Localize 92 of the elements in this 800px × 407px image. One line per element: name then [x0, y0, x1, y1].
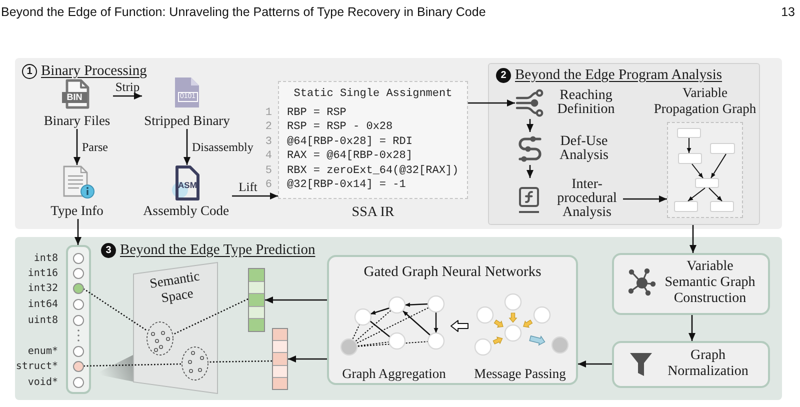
node-heading: Variable Propagation Graph [652, 85, 758, 116]
hollow-arrow [450, 320, 468, 332]
step-number: 3 [101, 243, 116, 258]
arrow [468, 100, 515, 106]
embedding-vector [248, 268, 265, 332]
dotted-line [208, 360, 272, 363]
dotted-line [174, 298, 248, 335]
type-label: int16 [26, 266, 58, 280]
type-label: int8 [32, 252, 58, 264]
graph-node-box [678, 153, 702, 164]
code-title: Static Single Assignment [292, 87, 454, 101]
graph-node-box [710, 201, 734, 212]
section-heading: Beyond the Edge Program Analysis [515, 67, 722, 84]
page-title: Beyond the Edge of Function: Unraveling the Patterns of Type Recovery in Binary Code [1, 5, 486, 20]
arrow [710, 154, 726, 178]
line-number: 5 [264, 164, 272, 177]
process-card [612, 253, 770, 315]
arrow [74, 129, 80, 165]
step-number: 2 [496, 68, 511, 83]
arrow [578, 360, 612, 368]
edge-label: Disassembly [192, 139, 254, 155]
arrow [113, 92, 142, 100]
file-type-label: ASM [177, 180, 198, 190]
node-label: Message Passing [473, 366, 567, 382]
node-label: Binary Files [44, 113, 110, 129]
page-number: 13 [781, 5, 795, 20]
edge-label: Strip [115, 80, 140, 94]
arrow [184, 129, 190, 165]
arrow [74, 219, 82, 245]
line-number: 1 [264, 107, 272, 119]
graph-node-box [674, 201, 698, 212]
node-label: Type Info [50, 203, 104, 219]
cluster-ellipse [181, 346, 209, 381]
network-card [327, 255, 578, 385]
code-box [278, 81, 468, 199]
line-number: 3 [264, 136, 272, 148]
graph-node-box [695, 178, 719, 188]
node-label: Variable Semantic Graph Construction [664, 259, 756, 307]
edge-label: Lift [238, 180, 258, 194]
dotted-line [84, 288, 146, 331]
file-type-label: BIN [62, 92, 87, 103]
node-label: Assembly Code [143, 203, 229, 219]
arrow [232, 192, 278, 200]
section-heading: Beyond the Edge Type Prediction [120, 242, 316, 259]
arrow [526, 165, 534, 178]
node-label: Inter-procedural Analysis [556, 178, 618, 220]
graph-node-box [710, 143, 735, 154]
type-label: void* [26, 376, 58, 388]
section-panel [15, 237, 782, 400]
type-label: enum* [26, 344, 58, 358]
semantic-space-plane [133, 262, 218, 394]
node-label: Semantic Space [148, 267, 202, 308]
section-panel [15, 58, 782, 229]
node-label: Graph Aggregation [341, 366, 447, 382]
node-label: Reaching Definition [556, 88, 616, 116]
type-label: int32 [26, 282, 58, 294]
graph-node-box [677, 128, 701, 138]
line-number: 2 [264, 121, 272, 134]
type-label: struct* [14, 360, 58, 372]
code-line: @64[RBP-0x28] = RDI [287, 134, 412, 149]
dotted-line [84, 363, 182, 367]
section-panel [488, 63, 760, 225]
node-label: Def-Use Analysis [558, 134, 610, 162]
type-label: int64 [26, 298, 58, 310]
arrow [708, 188, 722, 202]
node-heading: Gated Graph Neural Networks [362, 264, 542, 281]
embedding-vector [272, 328, 288, 390]
code-line: @32[RBP-0x14] = -1 [287, 178, 406, 192]
step-number: 1 [22, 64, 37, 79]
section-heading: Binary Processing [41, 63, 147, 80]
line-number: 4 [264, 150, 272, 162]
code-line: RBX = zeroExt_64(@32[RAX]) [287, 164, 459, 178]
code-line: RSP = RSP - 0x28 [287, 120, 393, 134]
arrow [688, 188, 706, 202]
node-label: Graph Normalization [666, 348, 750, 380]
code-line: RAX = @64[RBP-0x28] [287, 149, 412, 164]
arrow [692, 164, 704, 178]
arrow [288, 356, 327, 362]
arrow [623, 196, 667, 202]
cluster-ellipse [146, 321, 174, 356]
type-label: uint8 [26, 314, 58, 326]
arrow [688, 315, 696, 341]
arrow [526, 119, 534, 132]
edge-label: Parse [82, 139, 108, 155]
node-label: Stripped Binary [144, 113, 230, 129]
line-number: 6 [264, 179, 272, 191]
arrow [686, 138, 692, 154]
code-line: RBP = RSP [287, 106, 346, 120]
node-caption: SSA IR [350, 205, 396, 221]
process-card [612, 341, 770, 388]
arrow [265, 296, 327, 304]
arrow [690, 225, 696, 253]
